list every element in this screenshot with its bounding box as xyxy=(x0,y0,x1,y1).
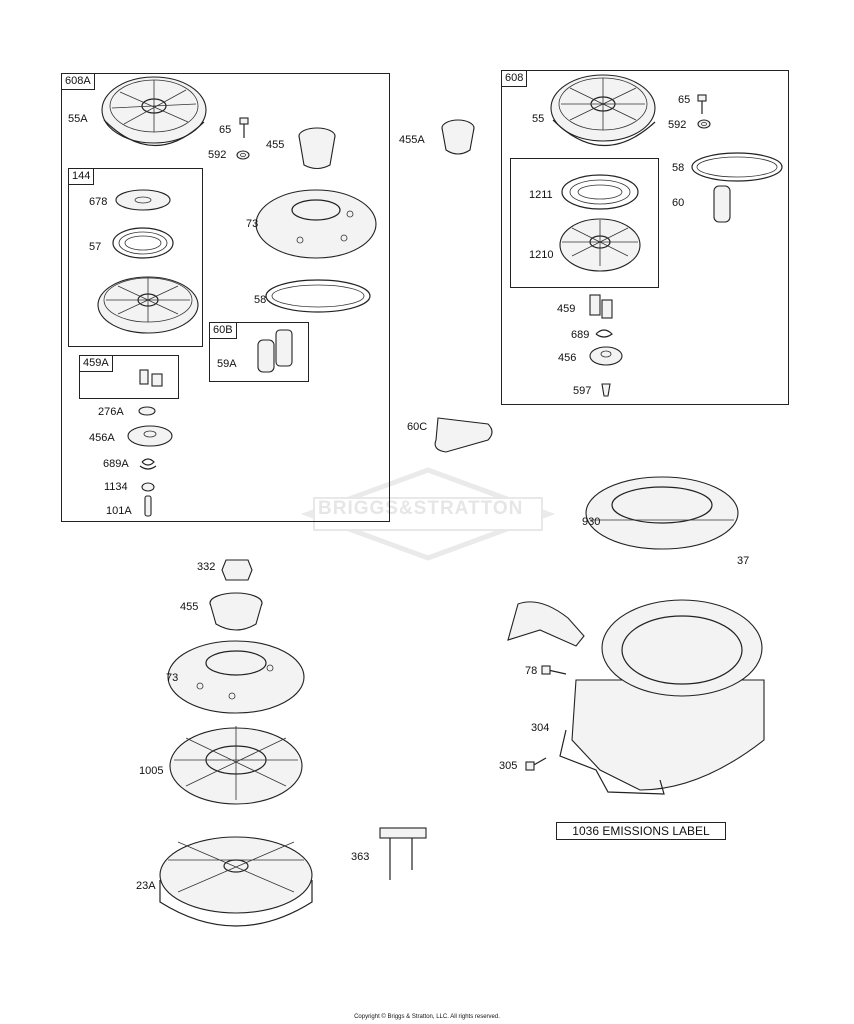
watermark-text: BRIGGS&STRATTON xyxy=(318,498,524,519)
part-label: 1210 xyxy=(529,249,554,261)
part-label: 23A xyxy=(136,880,156,892)
group-tag-60B: 60B xyxy=(209,322,237,339)
part-label: 304 xyxy=(531,722,550,734)
part-label: 57 xyxy=(89,241,102,253)
part-label: 1211 xyxy=(529,189,553,201)
part-label: 65 xyxy=(678,94,691,106)
part-label: 689A xyxy=(103,458,129,470)
part-label: 58 xyxy=(254,294,267,306)
group-box-608A xyxy=(61,73,390,522)
group-box-1211-1210 xyxy=(510,158,659,288)
part-label: 1134 xyxy=(104,481,128,493)
part-label: 55A xyxy=(68,113,88,125)
part-label: 65 xyxy=(219,124,232,136)
part-label: 689 xyxy=(571,329,590,341)
group-box-459A xyxy=(79,355,179,399)
part-label: 73 xyxy=(246,218,259,230)
part-label: 456 xyxy=(558,352,577,364)
part-label: 456A xyxy=(89,432,115,444)
emissions-label-box: 1036 EMISSIONS LABEL xyxy=(556,822,726,840)
part-label: 455 xyxy=(180,601,199,613)
part-label: 930 xyxy=(582,516,601,528)
part-label: 78 xyxy=(525,665,538,677)
group-box-144 xyxy=(68,168,203,347)
part-label: 455A xyxy=(399,134,425,146)
group-tag-459A: 459A xyxy=(79,355,113,372)
rewind-housing-55A xyxy=(101,76,207,147)
part-label: 592 xyxy=(208,149,227,161)
part-label: 332 xyxy=(197,561,216,573)
part-label: 678 xyxy=(89,196,108,208)
group-tag-608A: 608A xyxy=(61,73,95,90)
part-label: 1005 xyxy=(139,765,164,777)
part-label: 597 xyxy=(573,385,592,397)
part-label: 276A xyxy=(98,406,124,418)
group-tag-144: 144 xyxy=(68,168,95,185)
group-box-60B xyxy=(209,322,309,382)
part-label: 58 xyxy=(672,162,685,174)
part-label: 60 xyxy=(672,197,685,209)
part-label: 363 xyxy=(351,851,370,863)
part-label: 459 xyxy=(557,303,576,315)
part-label: 101A xyxy=(106,505,132,517)
group-box-608 xyxy=(501,70,789,405)
group-tag-608: 608 xyxy=(501,70,528,87)
part-label: 592 xyxy=(668,119,687,131)
part-label: 455 xyxy=(266,139,285,151)
part-label: 37 xyxy=(737,555,750,567)
copyright-text: Copyright © Briggs & Stratton, LLC. All … xyxy=(354,1014,500,1020)
part-label: 59A xyxy=(217,358,237,370)
part-label: 55 xyxy=(532,113,545,125)
part-label: 305 xyxy=(499,760,518,772)
part-label: 60C xyxy=(407,421,428,433)
part-label: 73 xyxy=(166,672,179,684)
